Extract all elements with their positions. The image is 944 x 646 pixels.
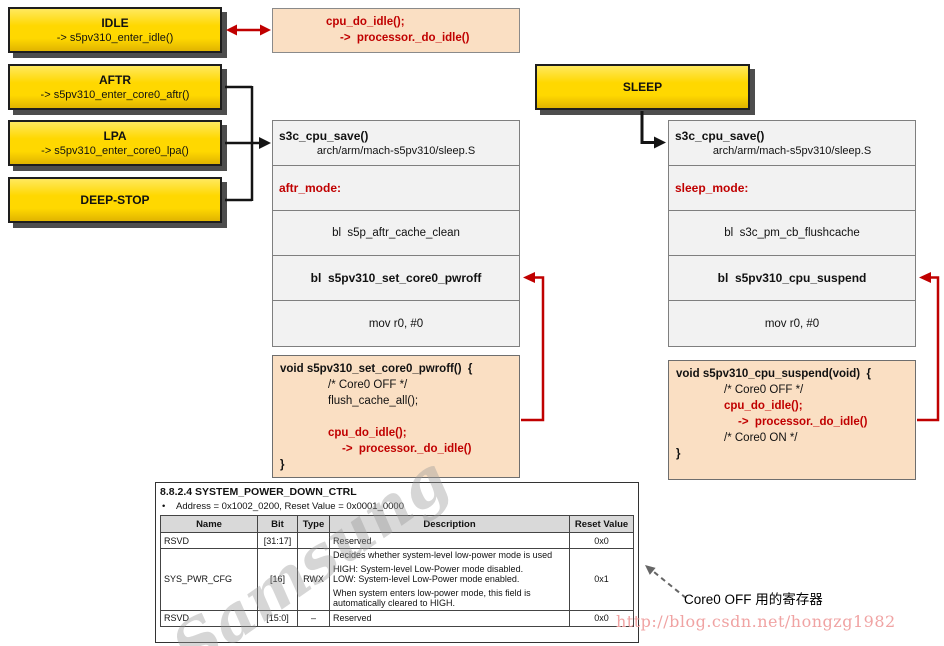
mode-box-idle: IDLE -> s5pv310_enter_idle() [8,7,222,53]
annotation-dashed-arrow [645,565,687,599]
arrow-pwroff-link [521,272,545,422]
sleep-flow-instruction-2: bl s5pv310_cpu_suspend [669,256,915,301]
mode-box-lpa-title: LPA [103,129,127,143]
register-panel: 8.8.2.4 SYSTEM_POWER_DOWN_CTRL • Address … [155,482,639,643]
suspend-code-line-1: void s5pv310_cpu_suspend(void) { [676,368,871,380]
bracket-aftr-lpa-deepstop-arrow [225,85,271,202]
pwroff-code-line-4 [280,409,512,425]
cell-name: RSVD [160,609,258,627]
mode-box-lpa: LPA -> s5pv310_enter_core0_lpa() [8,120,222,166]
cell-reset-value: 0x0 [569,609,634,627]
idle-code-box: cpu_do_idle(); -> processor._do_idle() [272,8,520,53]
suspend-code-line-3: cpu_do_idle(); [724,400,803,412]
col-header-type: Type [297,515,330,533]
cell-type [297,532,330,549]
pwroff-code-box: void s5pv310_set_core0_pwroff() { /* Cor… [272,355,520,478]
cell-name: SYS_PWR_CFG [160,548,258,611]
aftr-flow-file-path: arch/arm/mach-s5pv310/sleep.S [316,145,476,157]
blog-url-watermark: http://blog.csdn.net/hongzg1982 [616,612,896,631]
arrow-sleep-to-flow [640,111,666,149]
idle-code-line-2: -> processor._do_idle() [340,32,470,44]
description-paragraph: HIGH: System-level Low-Power mode disabl… [333,563,524,574]
aftr-flow-function: s3c_cpu_save() [279,129,369,143]
pwroff-code-line-1: void s5pv310_set_core0_pwroff() { [280,363,473,375]
suspend-code-line-4: -> processor._do_idle() [738,416,868,428]
register-section-title: 8.8.2.4 SYSTEM_POWER_DOWN_CTRL [160,486,357,498]
sleep-flow-file-path: arch/arm/mach-s5pv310/sleep.S [712,145,872,157]
sleep-flow-instruction-1: bl s3c_pm_cb_flushcache [669,211,915,256]
aftr-flow-label: aftr_mode: [273,166,519,211]
aftr-flow-header: s3c_cpu_save() arch/arm/mach-s5pv310/sle… [273,121,519,166]
sleep-flow-box: s3c_cpu_save() arch/arm/mach-s5pv310/sle… [668,120,916,347]
cell-name: RSVD [160,532,258,549]
col-header-description: Description [329,515,570,533]
col-header-name: Name [160,515,258,533]
aftr-flow-box: s3c_cpu_save() arch/arm/mach-s5pv310/sle… [272,120,520,347]
register-table-header-row: Name Bit Type Description Reset Value [160,515,634,533]
annotation-label: Core0 OFF 用的寄存器 [684,592,823,607]
mode-box-aftr: AFTR -> s5pv310_enter_core0_aftr() [8,64,222,110]
mode-box-sleep-title: SLEEP [622,80,663,94]
cell-description: Decides whether system-level low-power m… [329,548,570,611]
register-address-line: • Address = 0x1002_0200, Reset Value = 0x… [162,501,634,512]
sleep-flow-header: s3c_cpu_save() arch/arm/mach-s5pv310/sle… [669,121,915,166]
arrow-idle-to-idle-code [226,24,271,36]
suspend-code-line-2: /* Core0 OFF */ [724,384,804,396]
table-row: SYS_PWR_CFG [16] RWX Decides whether sys… [160,548,634,611]
register-table: Name Bit Type Description Reset Value RS… [160,515,634,627]
mode-box-idle-subtitle: -> s5pv310_enter_idle() [56,32,174,44]
table-row: RSVD [15:0] – Reserved 0x0 [160,609,634,627]
aftr-flow-instruction-2: bl s5pv310_set_core0_pwroff [273,256,519,301]
mode-box-deep-stop-title: DEEP-STOP [80,193,150,207]
arrow-suspend-link [917,272,940,422]
cell-bit: [15:0] [257,609,298,627]
aftr-flow-instruction-1: bl s5p_aftr_cache_clean [273,211,519,256]
bullet-icon: • [162,501,166,512]
mode-box-aftr-title: AFTR [99,73,131,87]
mode-box-sleep: SLEEP [535,64,750,110]
cell-type: – [297,609,330,627]
mode-box-aftr-subtitle: -> s5pv310_enter_core0_aftr() [40,89,190,101]
cell-bit: [16] [257,548,298,611]
cell-description: Reserved [329,609,570,627]
cell-type: RWX [297,548,330,611]
sleep-flow-instruction-3: mov r0, #0 [764,317,820,330]
mode-box-idle-title: IDLE [101,16,129,30]
mode-box-deep-stop: DEEP-STOP [8,177,222,223]
sleep-flow-label: sleep_mode: [669,166,915,211]
sleep-flow-function: s3c_cpu_save() [675,129,765,143]
description-paragraph: Decides whether system-level low-power m… [333,550,553,560]
aftr-flow-instruction-3: mov r0, #0 [368,317,424,330]
cell-reset-value: 0x1 [569,548,634,611]
pwroff-code-line-7: } [280,459,285,471]
description-paragraph: When system enters low-power mode, this … [333,587,531,609]
description-paragraph: LOW: System-level Low-Power mode enabled… [333,574,520,584]
cell-reset-value: 0x0 [569,532,634,549]
register-address-text: Address = 0x1002_0200, Reset Value = 0x0… [176,501,404,512]
idle-code-line-1: cpu_do_idle(); [326,16,405,28]
cell-bit: [31:17] [257,532,298,549]
suspend-code-line-6: } [676,448,681,460]
mode-box-lpa-subtitle: -> s5pv310_enter_core0_lpa() [41,145,189,157]
suspend-code-box: void s5pv310_cpu_suspend(void) { /* Core… [668,360,916,480]
col-header-reset-value: Reset Value [569,515,634,533]
col-header-bit: Bit [257,515,298,533]
pwroff-code-line-2: /* Core0 OFF */ [328,379,408,391]
pwroff-code-line-6: -> processor._do_idle() [342,443,472,455]
pwroff-code-line-5: cpu_do_idle(); [328,427,407,439]
table-row: RSVD [31:17] Reserved 0x0 [160,532,634,549]
suspend-code-line-5: /* Core0 ON */ [724,432,798,444]
cell-description: Reserved [329,532,570,549]
pwroff-code-line-3: flush_cache_all(); [328,395,419,407]
